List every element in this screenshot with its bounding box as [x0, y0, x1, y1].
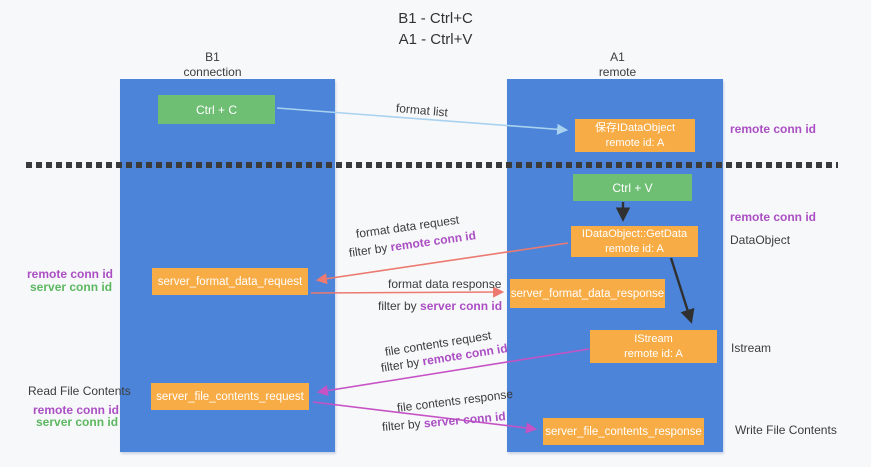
istream-node: IStream remote id: A — [590, 330, 717, 363]
save-idataobject-node: 保存IDataObject remote id: A — [575, 119, 695, 152]
file-contents-request-arrow — [316, 348, 590, 397]
session-divider-dashed-line — [26, 162, 838, 168]
ctrl-c-node: Ctrl + C — [158, 95, 275, 124]
format-data-response-filter-label: filter by server conn id — [378, 299, 502, 313]
write-file-contents-label: Write File Contents — [735, 423, 837, 437]
server-format-data-response-label: server_format_data_response — [510, 287, 665, 300]
left-column-role: connection — [183, 65, 242, 79]
istream-side-label: Istream — [731, 341, 772, 355]
diagram-title: B1 - Ctrl+C A1 - Ctrl+V — [0, 8, 871, 50]
istream-line1: IStream — [634, 332, 673, 345]
getdata-line2: remote id: A — [605, 242, 664, 255]
save-idataobject-line2: remote id: A — [605, 136, 665, 149]
filter-by-text: filter by — [378, 299, 417, 313]
server-file-contents-response-node: server_file_contents_response — [543, 418, 704, 445]
server-format-data-request-label: server_format_data_request — [157, 275, 303, 288]
ctrl-v-label: Ctrl + V — [612, 180, 653, 195]
right-column-header: A1 remote — [510, 50, 725, 80]
title-line-2: A1 - Ctrl+V — [398, 31, 473, 48]
left-server-conn-id-mid-label: server conn id — [30, 280, 113, 294]
format-data-response-label: format data response — [388, 277, 502, 291]
right-column-name: A1 — [610, 50, 625, 64]
server-format-data-response-node: server_format_data_response — [510, 279, 665, 308]
dataobject-label: DataObject — [730, 233, 791, 247]
getdata-to-istream-arrow — [669, 257, 695, 324]
left-column-header: B1 connection — [105, 50, 320, 80]
server-file-contents-request-node: server_file_contents_request — [151, 383, 309, 410]
left-server-conn-id-bottom-label: server conn id — [36, 415, 119, 429]
format-list-arrow — [276, 107, 569, 135]
getdata-node: IDataObject::GetData remote id: A — [571, 226, 698, 257]
istream-line2: remote id: A — [624, 347, 683, 360]
right-remote-conn-id-mid-label: remote conn id — [730, 210, 817, 224]
left-remote-conn-id-bottom-label: remote conn id — [33, 403, 120, 417]
server-file-contents-response-label: server_file_contents_response — [545, 425, 702, 438]
server-format-data-request-node: server_format_data_request — [152, 268, 308, 295]
title-line-1: B1 - Ctrl+C — [398, 10, 473, 27]
save-idataobject-line1: 保存IDataObject — [594, 121, 676, 134]
format-data-request-arrow — [315, 242, 569, 285]
left-remote-conn-id-mid-label: remote conn id — [27, 267, 114, 281]
right-remote-conn-id-top-label: remote conn id — [730, 122, 817, 136]
right-column-role: remote — [598, 65, 637, 79]
format-data-response-arrow — [310, 286, 505, 298]
ctrl-c-label: Ctrl + C — [195, 102, 237, 117]
server-conn-id-text: server conn id — [420, 299, 503, 313]
server-file-contents-request-label: server_file_contents_request — [156, 390, 304, 403]
ctrl-v-node: Ctrl + V — [573, 174, 692, 201]
getdata-line1: IDataObject::GetData — [581, 227, 688, 240]
read-file-contents-label: Read File Contents — [28, 384, 131, 398]
file-contents-response-arrow — [312, 401, 538, 434]
left-column-name: B1 — [205, 50, 220, 64]
